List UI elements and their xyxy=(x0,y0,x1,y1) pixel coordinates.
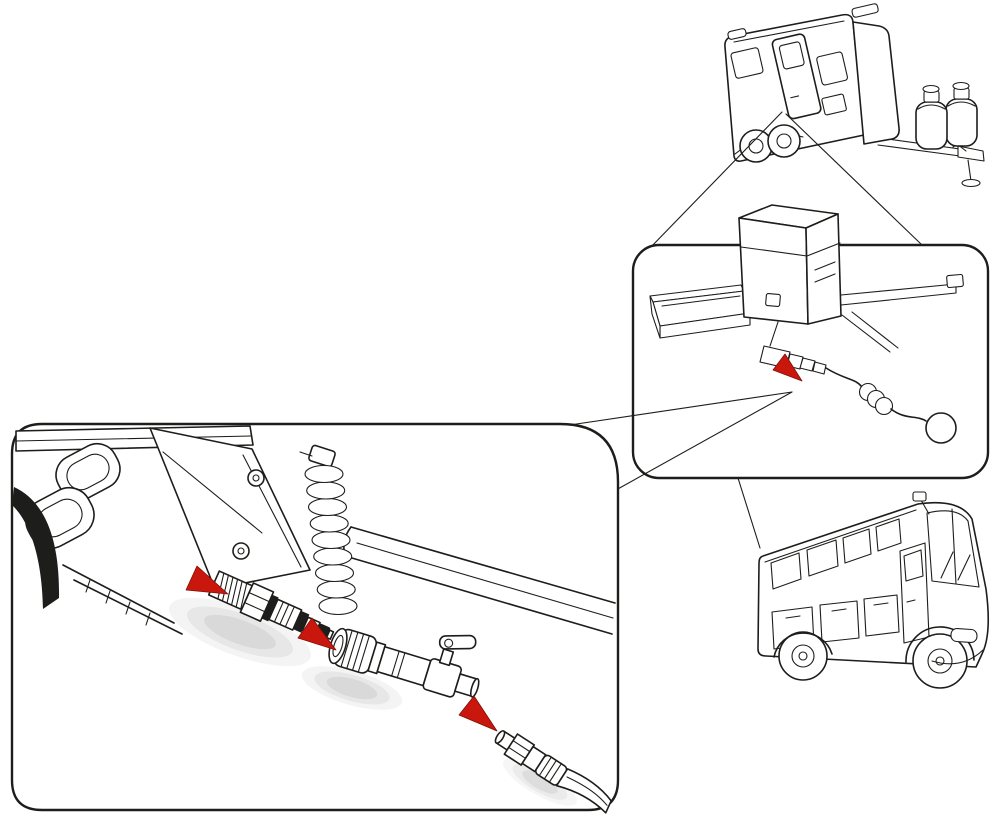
leader-line xyxy=(562,391,793,427)
connection-arrow-2 xyxy=(297,617,337,651)
clamp-knob xyxy=(55,442,121,502)
propane-tanks xyxy=(915,81,978,150)
tongue-detail-callout xyxy=(631,204,990,480)
callout-wedge-trailer xyxy=(648,111,923,250)
side-window xyxy=(842,528,872,564)
frame-shaded-edge xyxy=(12,487,60,609)
connection-arrow-1 xyxy=(185,565,229,595)
bay-door xyxy=(819,600,860,643)
tank-valve xyxy=(952,81,970,91)
trailer-frame-assembly xyxy=(12,425,311,635)
windshield xyxy=(926,510,980,588)
leader-line-motorhome xyxy=(737,477,761,549)
trailer-window xyxy=(821,93,847,116)
cover-latch xyxy=(765,293,781,307)
female-quick-connect-coupler xyxy=(328,627,480,698)
rear-fender xyxy=(773,632,833,658)
side-window xyxy=(875,518,902,552)
mirror-arm xyxy=(920,499,930,515)
spring-top-fitting xyxy=(308,444,336,468)
headlight xyxy=(950,627,978,644)
bolt-head xyxy=(232,542,250,560)
connection-arrow-tongue xyxy=(772,353,803,382)
male-quick-connect-plug xyxy=(207,570,335,640)
rubber-hose xyxy=(555,768,612,814)
motorhome-illustration xyxy=(737,477,990,689)
shadow-blobs xyxy=(169,597,577,806)
fitting-closeup-callout xyxy=(10,422,620,814)
a-frame-tongue xyxy=(877,137,985,188)
propane-tank xyxy=(915,101,948,150)
mirror xyxy=(912,491,927,502)
trailer-wheels xyxy=(734,124,804,163)
wiper xyxy=(957,554,971,581)
hex-nut xyxy=(239,582,275,623)
side-windows xyxy=(770,518,902,590)
wiper xyxy=(940,551,954,579)
travel-trailer-illustration xyxy=(724,3,985,188)
frame-plate xyxy=(149,427,311,590)
roof-trim-line xyxy=(764,509,917,563)
supply-hose xyxy=(825,367,957,444)
hose-loop xyxy=(925,412,957,444)
side-window xyxy=(770,552,802,590)
tongue-rails xyxy=(840,273,964,353)
trailer-window xyxy=(730,47,764,79)
entry-door xyxy=(899,542,930,644)
propane-tank-cover xyxy=(738,204,842,325)
tongue-jack xyxy=(967,159,972,182)
valve-stem xyxy=(438,648,455,667)
roof-vent-front xyxy=(727,28,747,40)
trailer-body-front xyxy=(852,21,900,145)
trailer-roof-line xyxy=(733,20,845,43)
roof-vent xyxy=(851,3,879,18)
front-fender xyxy=(905,626,975,663)
leader-line xyxy=(648,111,783,250)
connection-arrow-3 xyxy=(458,695,498,732)
motorhome-wheels xyxy=(773,626,975,689)
propane-tank xyxy=(945,98,978,147)
bolt-head xyxy=(247,469,265,487)
tank-valve xyxy=(922,84,940,94)
rail-bracket xyxy=(946,273,964,289)
trailer-window xyxy=(816,51,848,86)
side-window xyxy=(806,539,839,577)
bay-door xyxy=(863,594,900,637)
hose-end-fitting xyxy=(494,730,612,814)
callout-wedge-closeup xyxy=(562,391,793,491)
coiled-hose-spring xyxy=(299,444,358,616)
leader-line xyxy=(615,391,793,491)
tongue-tray xyxy=(649,284,751,339)
leader-line xyxy=(785,113,923,246)
front-bumper xyxy=(931,649,984,665)
trailer-door xyxy=(771,33,822,120)
